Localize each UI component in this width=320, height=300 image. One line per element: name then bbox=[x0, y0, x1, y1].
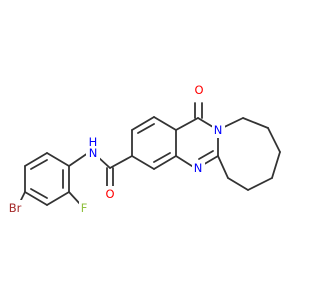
bond-c3-camide bbox=[109, 155, 133, 169]
bond-layer bbox=[18, 102, 281, 206]
bond-c8-c7 bbox=[267, 127, 281, 153]
ring-nitrogen-bottom: N bbox=[192, 160, 205, 176]
amide-hydrogen-label: H bbox=[89, 135, 98, 149]
bromo-label: Br bbox=[9, 201, 22, 215]
bond-ar-5-6 bbox=[24, 152, 48, 167]
bond-c5-c4b bbox=[227, 177, 249, 191]
amide-nh: H N bbox=[86, 135, 100, 161]
oxo-oxygen-label: O bbox=[194, 83, 203, 97]
bromo-substituent: Br bbox=[4, 200, 26, 216]
bond-c4-c4a bbox=[153, 155, 177, 170]
fluoro-substituent: F bbox=[79, 200, 90, 216]
bond-c11a-c1 bbox=[153, 116, 177, 131]
bond-c11-c11a bbox=[175, 117, 199, 131]
bond-c3-c4 bbox=[131, 155, 155, 170]
bond-n6-c4a bbox=[175, 155, 196, 169]
ring-nitrogen-bottom-label: N bbox=[194, 161, 203, 175]
bond-ar-2-3 bbox=[46, 191, 70, 206]
fluoro-label: F bbox=[81, 201, 88, 215]
bond-ar-fluoro bbox=[68, 191, 81, 205]
bond-c4b-c5a bbox=[217, 155, 229, 179]
ring-nitrogen-top-label: N bbox=[214, 123, 223, 137]
bond-c9-c8 bbox=[242, 117, 269, 129]
amide-nitrogen-label: N bbox=[89, 146, 98, 160]
bond-ar-5-6-inner bbox=[30, 159, 48, 170]
bond-c4-c4a-inner bbox=[153, 152, 171, 163]
bond-ar-6-1 bbox=[46, 152, 70, 167]
bond-n-cipso bbox=[68, 152, 89, 167]
bond-c1-c2 bbox=[131, 116, 155, 131]
ring-nitrogen-top: N bbox=[212, 122, 225, 138]
bond-c6-c5 bbox=[247, 177, 273, 191]
bond-c5a-n6-inner bbox=[198, 150, 214, 160]
oxo-oxygen: O bbox=[193, 82, 206, 98]
bond-ar-3-4 bbox=[24, 191, 48, 206]
bond-c1-c2-inner bbox=[137, 123, 155, 134]
amide-oxygen: O bbox=[104, 186, 117, 202]
molecule-structure: O N N H N O F bbox=[4, 82, 281, 216]
bond-ar-3-4-inner bbox=[30, 188, 48, 199]
bond-c7-c6 bbox=[271, 151, 281, 179]
atom-label-layer: O N N H N O F bbox=[4, 82, 225, 216]
amide-oxygen-label: O bbox=[105, 187, 114, 201]
structure-canvas: O N N H N O F bbox=[4, 82, 281, 216]
